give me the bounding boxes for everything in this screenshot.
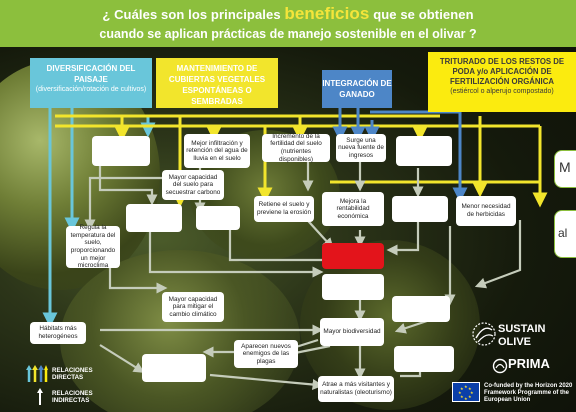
header-banner: ¿ Cuáles son los principales beneficios … [0, 0, 576, 47]
legend-indirect-label: RELACIONES INDIRECTAS [52, 390, 93, 404]
title-line-2: cuando se aplican prácticas de manejo so… [99, 27, 477, 41]
brand-olive: OLIVE [498, 336, 532, 348]
benefit-fertilidad: Incremento de la fertilidad del suelo (n… [262, 132, 330, 163]
benefit-box-blank-3 [126, 204, 182, 232]
benefit-box-blank-9 [394, 346, 454, 372]
benefit-infiltracion: Mejor infiltración y retención del agua … [184, 134, 250, 168]
arrow-div-box1 [72, 114, 156, 138]
benefit-biodiversidad-text: Mayor biodiversidad [323, 328, 381, 336]
benefit-visitantes: Atrae a más visitantes y naturalistas (o… [318, 376, 394, 402]
benefit-visitantes-text: Atrae a más visitantes y naturalistas (o… [320, 381, 392, 396]
benefit-box-blank-7 [392, 296, 450, 322]
funding-text: Co-funded by the Horizon 2020 Framework … [484, 383, 573, 403]
title-pre: ¿ Cuáles son los principales [102, 7, 281, 22]
legend-indirect: RELACIONES INDIRECTAS [26, 388, 106, 408]
benefit-habitats: Hábitats más heterogéneos [30, 322, 86, 344]
benefit-box-blank-8 [142, 354, 206, 382]
category-cubiertas-title: MANTENIMIENTO DE CUBIERTAS VEGETALES ESP… [168, 64, 266, 106]
benefit-enemigos-text: Aparecen nuevos enemigos de las plagas [241, 342, 291, 365]
title-highlight: beneficios [284, 4, 370, 23]
eu-flag-icon: ★ ★ ★ ★ ★ ★ ★ ★ [452, 382, 480, 402]
title-line-1: ¿ Cuáles son los principales beneficios … [0, 4, 576, 24]
category-ganado-title: INTEGRACIÓN DE GANADO [322, 79, 392, 99]
benefit-fertilidad-text: Incremento de la fertilidad del suelo (n… [270, 132, 322, 163]
right-panel-1-text: M [559, 159, 571, 175]
category-diversificacion-subtitle: (diversificación/rotación de cultivos) [35, 86, 147, 93]
benefit-carbono: Mayor capacidad del suelo para secuestra… [162, 170, 224, 200]
benefit-box-blank-2 [396, 136, 452, 166]
legend-indirect-arrow-icon [37, 388, 43, 405]
sustainolive-logo-icon [472, 322, 496, 346]
category-triturado: TRITURADO DE LOS RESTOS DE PODA y/o APLI… [428, 52, 576, 112]
benefit-climatico-text: Mayor capacidad para mitigar el cambio c… [168, 295, 218, 318]
benefit-ingresos: Surge una nueva fuente de ingresos [336, 134, 386, 162]
benefit-rentabilidad: Mejora la rentabilidad económica [322, 192, 384, 226]
category-triturado-title: TRITURADO DE LOS RESTOS DE PODA y/o APLI… [439, 57, 565, 86]
benefit-ingresos-text: Surge una nueva fuente de ingresos [338, 136, 384, 159]
benefit-box-blank-6 [322, 274, 384, 300]
category-cubiertas: MANTENIMIENTO DE CUBIERTAS VEGETALES ESP… [156, 58, 278, 108]
benefit-habitats-text: Hábitats más heterogéneos [38, 325, 78, 340]
benefit-carbono-text: Mayor capacidad del suelo para secuestra… [165, 173, 221, 196]
legend-direct-label: RELACIONES DIRECTAS [52, 367, 93, 381]
benefit-herbicidas: Menor necesidad de herbicidas [456, 196, 516, 226]
benefit-herbicidas-text: Menor necesidad de herbicidas [461, 203, 511, 218]
benefit-infiltracion-text: Mejor infiltración y retención del agua … [186, 139, 248, 162]
benefit-temperatura: Regula la temperatura del suelo, proporc… [66, 224, 120, 270]
benefit-temperatura-text: Regula la temperatura del suelo, proporc… [70, 224, 116, 270]
prima-logo-icon [492, 358, 508, 374]
legend-direct: RELACIONES DIRECTAS [26, 364, 106, 384]
benefit-enemigos: Aparecen nuevos enemigos de las plagas [234, 340, 298, 368]
legend-direct-arrows-icon [26, 365, 48, 382]
benefit-box-blank-4 [196, 206, 240, 230]
benefit-rentabilidad-text: Mejora la rentabilidad económica [336, 197, 370, 220]
benefit-retiene-text: Retiene el suelo y previene la erosión [257, 201, 311, 216]
category-diversificacion: DIVERSIFICACIÓN DEL PAISAJE (diversifica… [30, 58, 152, 108]
benefit-retiene: Retiene el suelo y previene la erosión [254, 196, 314, 222]
right-panel-2: al [554, 210, 576, 258]
category-triturado-subtitle: (estiércol o alperujo compostado) [450, 88, 554, 95]
brand-sustain: SUSTAIN [498, 323, 546, 335]
arrow-g-4 [370, 110, 468, 203]
right-panel-2-text: al [558, 226, 568, 240]
benefit-box-blank-5 [392, 196, 448, 222]
benefit-box-blank-1 [92, 136, 150, 166]
brand-prima: PRIMA [508, 356, 550, 371]
benefit-climatico: Mayor capacidad para mitigar el cambio c… [162, 292, 224, 322]
benefit-biodiversidad: Mayor biodiversidad [320, 318, 384, 346]
title-post: que se obtienen [373, 7, 474, 22]
category-diversificacion-title: DIVERSIFICACIÓN DEL PAISAJE [46, 64, 136, 84]
benefit-box-red [322, 243, 384, 269]
right-panel-1: M [554, 150, 576, 188]
category-ganado: INTEGRACIÓN DE GANADO [322, 70, 392, 108]
